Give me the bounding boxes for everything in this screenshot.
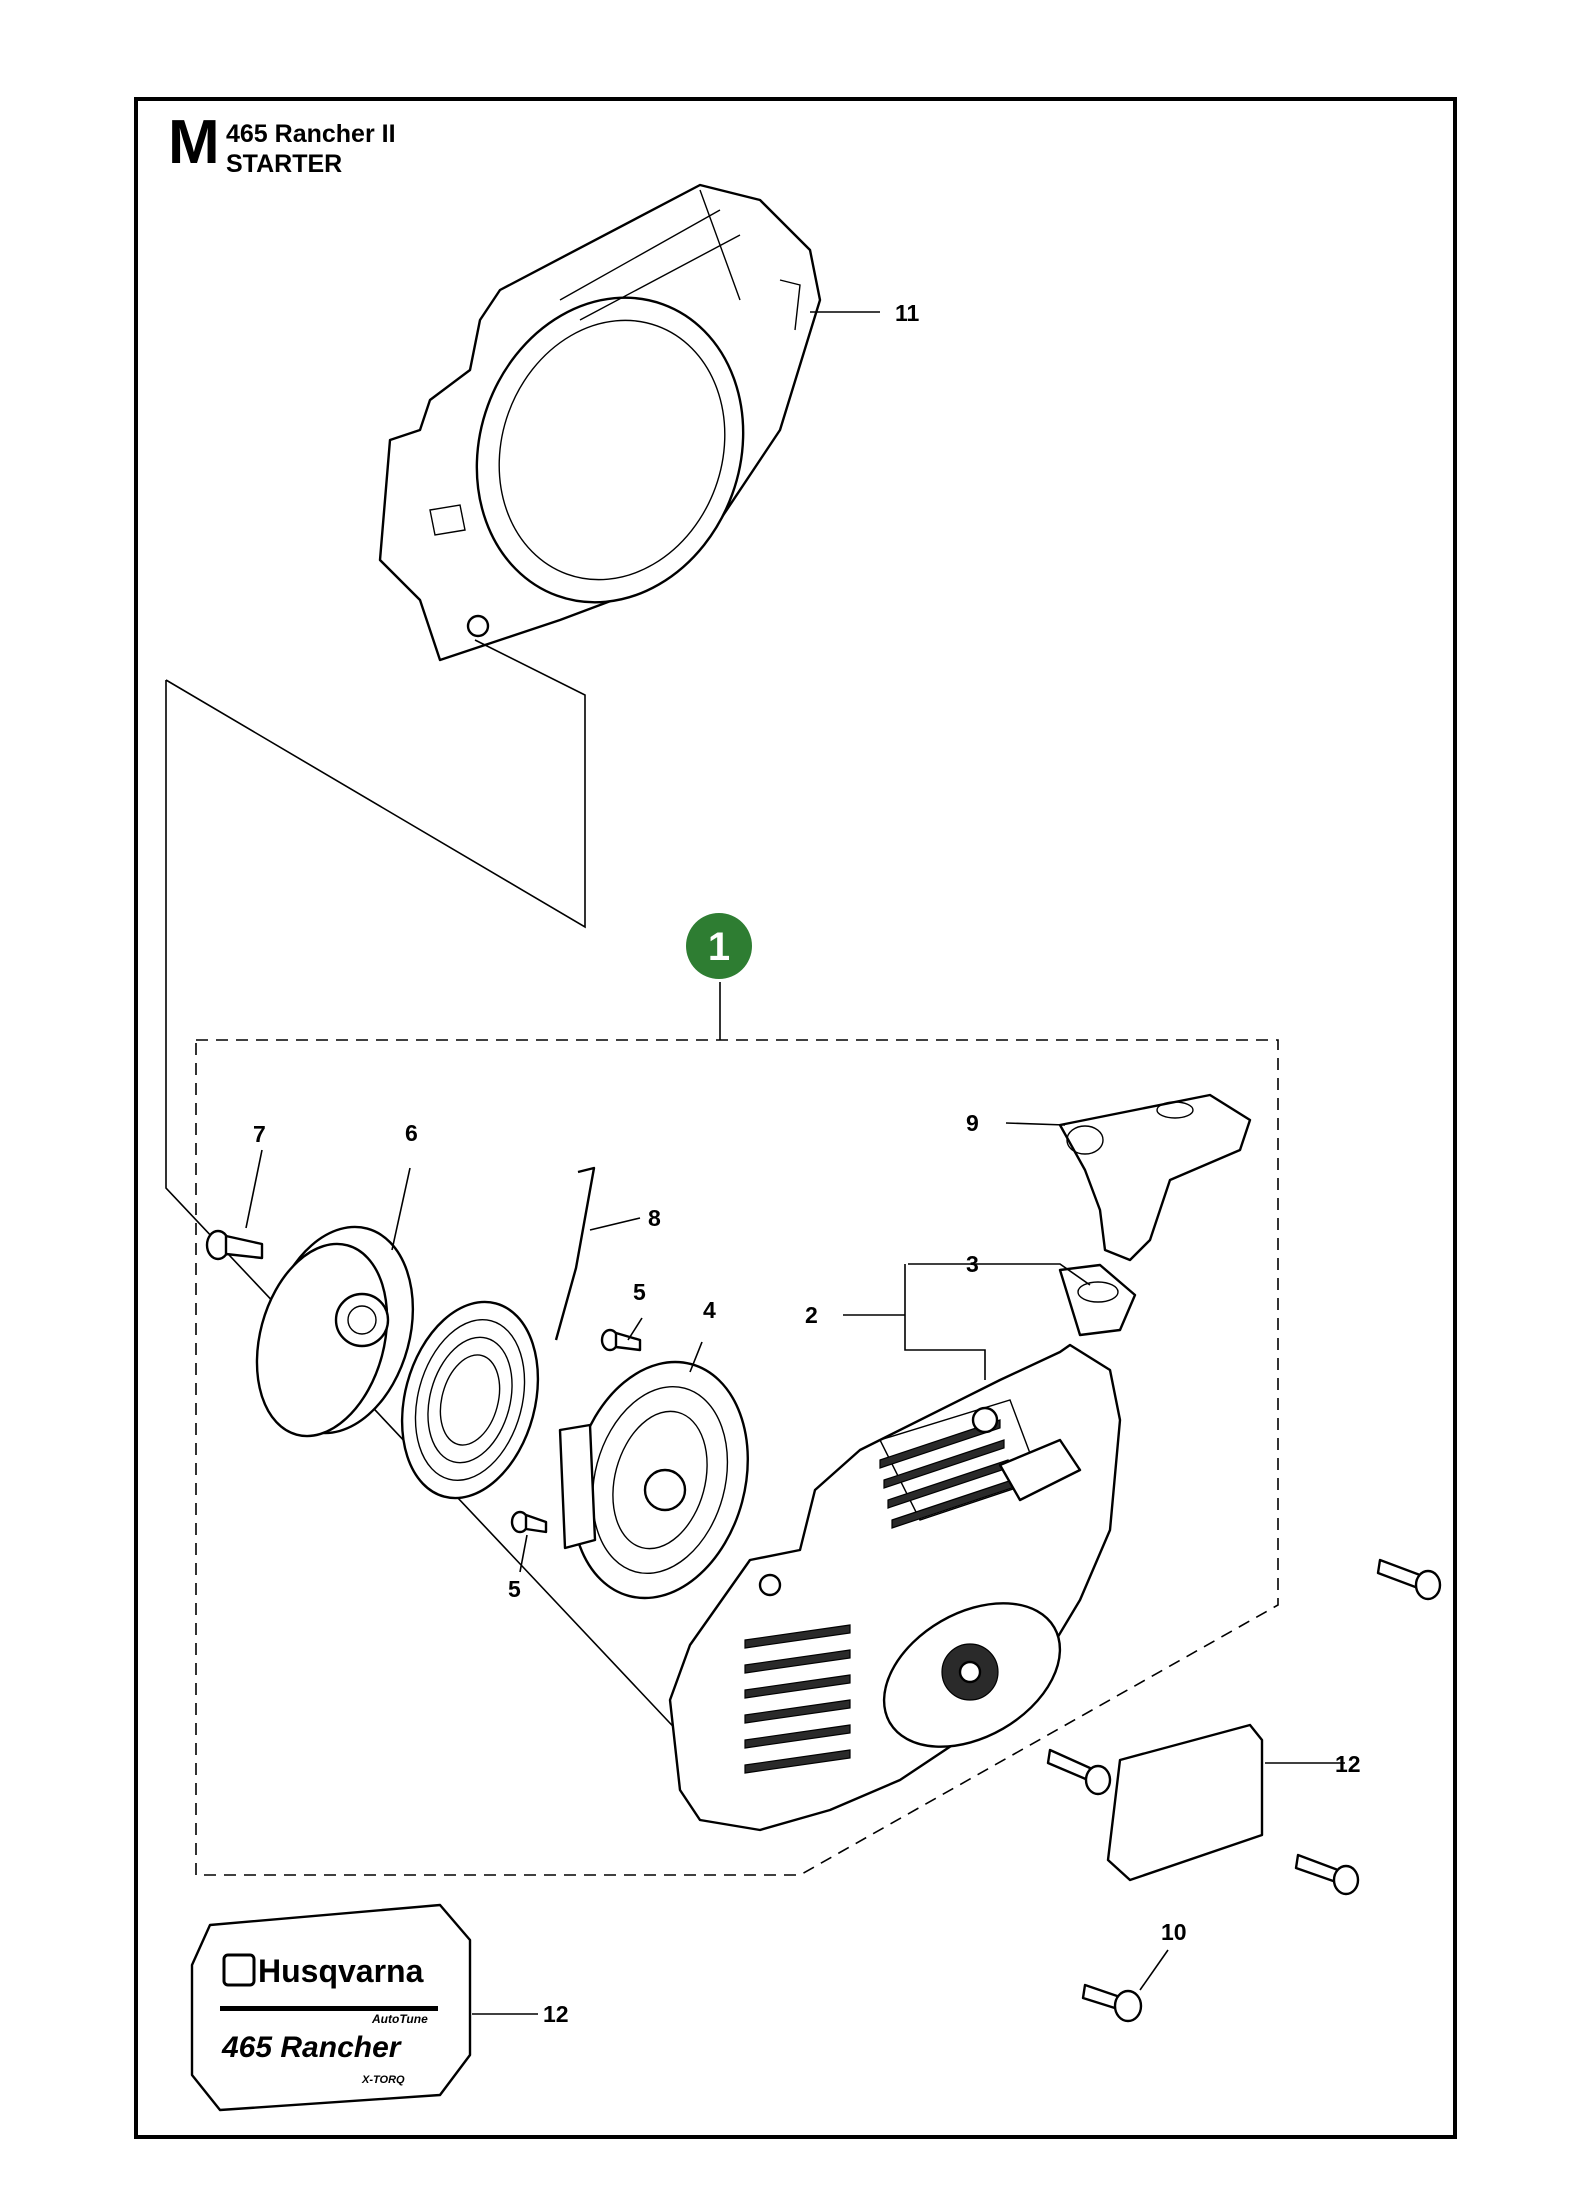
callout-numbers: 11 7 6 8 9 3 2 5 4 5 12 10 12 (253, 300, 1361, 2027)
part-5-screw-upper (600, 1328, 642, 1352)
callout-3: 3 (966, 1251, 979, 1277)
decal-engine-text: X-TORQ (361, 2074, 405, 2086)
part-3-rope-guide (1058, 1263, 1137, 1337)
part-7-screw (205, 1229, 264, 1261)
callout-4: 4 (703, 1297, 716, 1323)
callout-9: 9 (966, 1110, 979, 1136)
alignment-guide (165, 639, 701, 1756)
part-9-starter-handle (1058, 1093, 1252, 1262)
callout-10: 10 (1161, 1919, 1187, 1945)
model-letter: M (168, 108, 220, 177)
part-10-screw-bottom (1081, 1983, 1143, 2023)
part-6-pulley (255, 1225, 415, 1438)
callout-2: 2 (805, 1302, 818, 1328)
leader-lines (245, 311, 1345, 2015)
housing-vent-slots (744, 1419, 1013, 1774)
part-12-decal-brand: Husqvarna AutoTune 465 Rancher X-TORQ (190, 1903, 472, 2112)
decal-brand-text: Husqvarna (258, 1953, 424, 1989)
callout-12-right: 12 (1335, 1751, 1361, 1777)
part-10-screw-top (1376, 1558, 1442, 1601)
callout-6: 6 (405, 1120, 418, 1146)
part-8-recoil-spring (400, 1166, 596, 1500)
part-10-screw-right (1294, 1853, 1360, 1896)
callout-5-upper: 5 (633, 1279, 646, 1305)
assembly-badge: 1 (686, 913, 752, 979)
assembly-1-box (195, 1039, 1279, 1876)
part-10-screw-mid (1046, 1748, 1112, 1796)
husqvarna-crown-icon (222, 1953, 256, 1987)
section-name: STARTER (226, 150, 343, 178)
callout-11: 11 (895, 300, 920, 326)
callout-8: 8 (648, 1205, 661, 1231)
page-frame (134, 97, 1457, 2139)
part-5-screw-lower (510, 1510, 548, 1534)
callout-7: 7 (253, 1121, 266, 1147)
decal-feature-text: AutoTune (371, 2012, 428, 2026)
callout-12-decal: 12 (543, 2001, 569, 2027)
callout-5-lower: 5 (508, 1576, 521, 1602)
part-12-decal-right (1106, 1723, 1264, 1882)
model-name: 465 Rancher II (226, 120, 396, 148)
part-2-starter-housing (668, 1343, 1122, 1832)
decal-model-text: 465 Rancher (221, 2031, 403, 2064)
assembly-badge-text: 1 (708, 925, 730, 969)
part-4-spring-cassette (558, 1360, 749, 1600)
part-11-fan-housing (378, 183, 822, 662)
